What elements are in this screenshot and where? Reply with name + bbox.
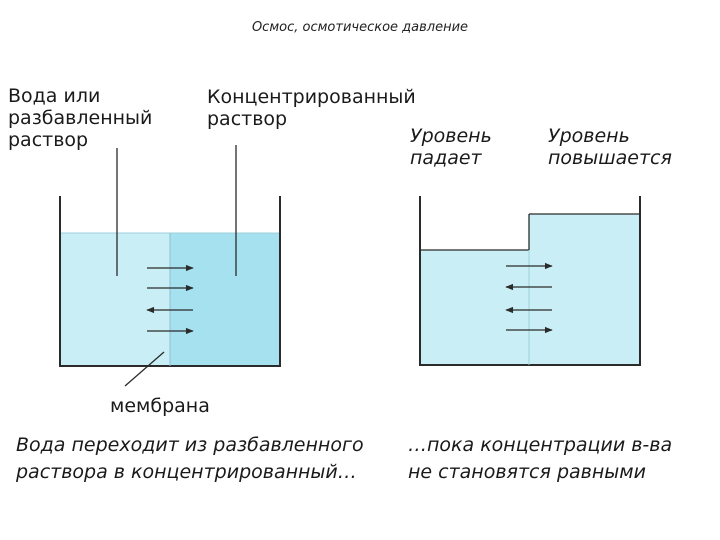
beaker-after: [419, 196, 641, 366]
caption-right-line-2: не становятся равными: [408, 461, 646, 483]
caption-right-line-1: …пока концентрации в-ва: [408, 434, 673, 456]
caption-right: …пока концентрации в-ва не становятся ра…: [408, 432, 672, 486]
concentrated-label-line-2: раствор: [207, 108, 288, 130]
dilute-label-line-2: разбавленный: [8, 107, 153, 129]
concentrated-label-line-1: Концентрированный: [207, 86, 416, 108]
dilute-solution-label: Вода или разбавленный раствор: [8, 85, 152, 151]
dilute-water: [61, 233, 170, 366]
dilute-label-line-3: раствор: [8, 129, 89, 151]
dilute-water-lowered: [421, 250, 529, 365]
level-rises-label: Уровень повышается: [548, 125, 672, 169]
beaker-wall: [419, 196, 641, 366]
beaker-before: [59, 145, 281, 387]
level-rises-line-2: повышается: [548, 147, 672, 169]
membrane-pointer-line: [124, 351, 165, 387]
concentrated-water: [170, 233, 279, 366]
caption-left: Вода переходит из разбавленного раствора…: [16, 432, 364, 486]
level-falls-line-1: Уровень: [410, 125, 492, 147]
dilute-label-line-1: Вода или: [8, 85, 101, 107]
level-rises-line-1: Уровень: [548, 125, 630, 147]
caption-left-line-2: раствора в концентрированный…: [16, 461, 357, 483]
level-falls-line-2: падает: [410, 147, 482, 169]
concentrated-water-raised: [529, 214, 639, 365]
membrane-label: мембрана: [110, 395, 210, 417]
concentrated-solution-label: Концентрированный раствор: [207, 86, 416, 130]
diagram-title: Осмос, осмотическое давление: [251, 20, 469, 35]
level-falls-label: Уровень падает: [410, 125, 492, 169]
caption-left-line-1: Вода переходит из разбавленного: [16, 434, 364, 456]
